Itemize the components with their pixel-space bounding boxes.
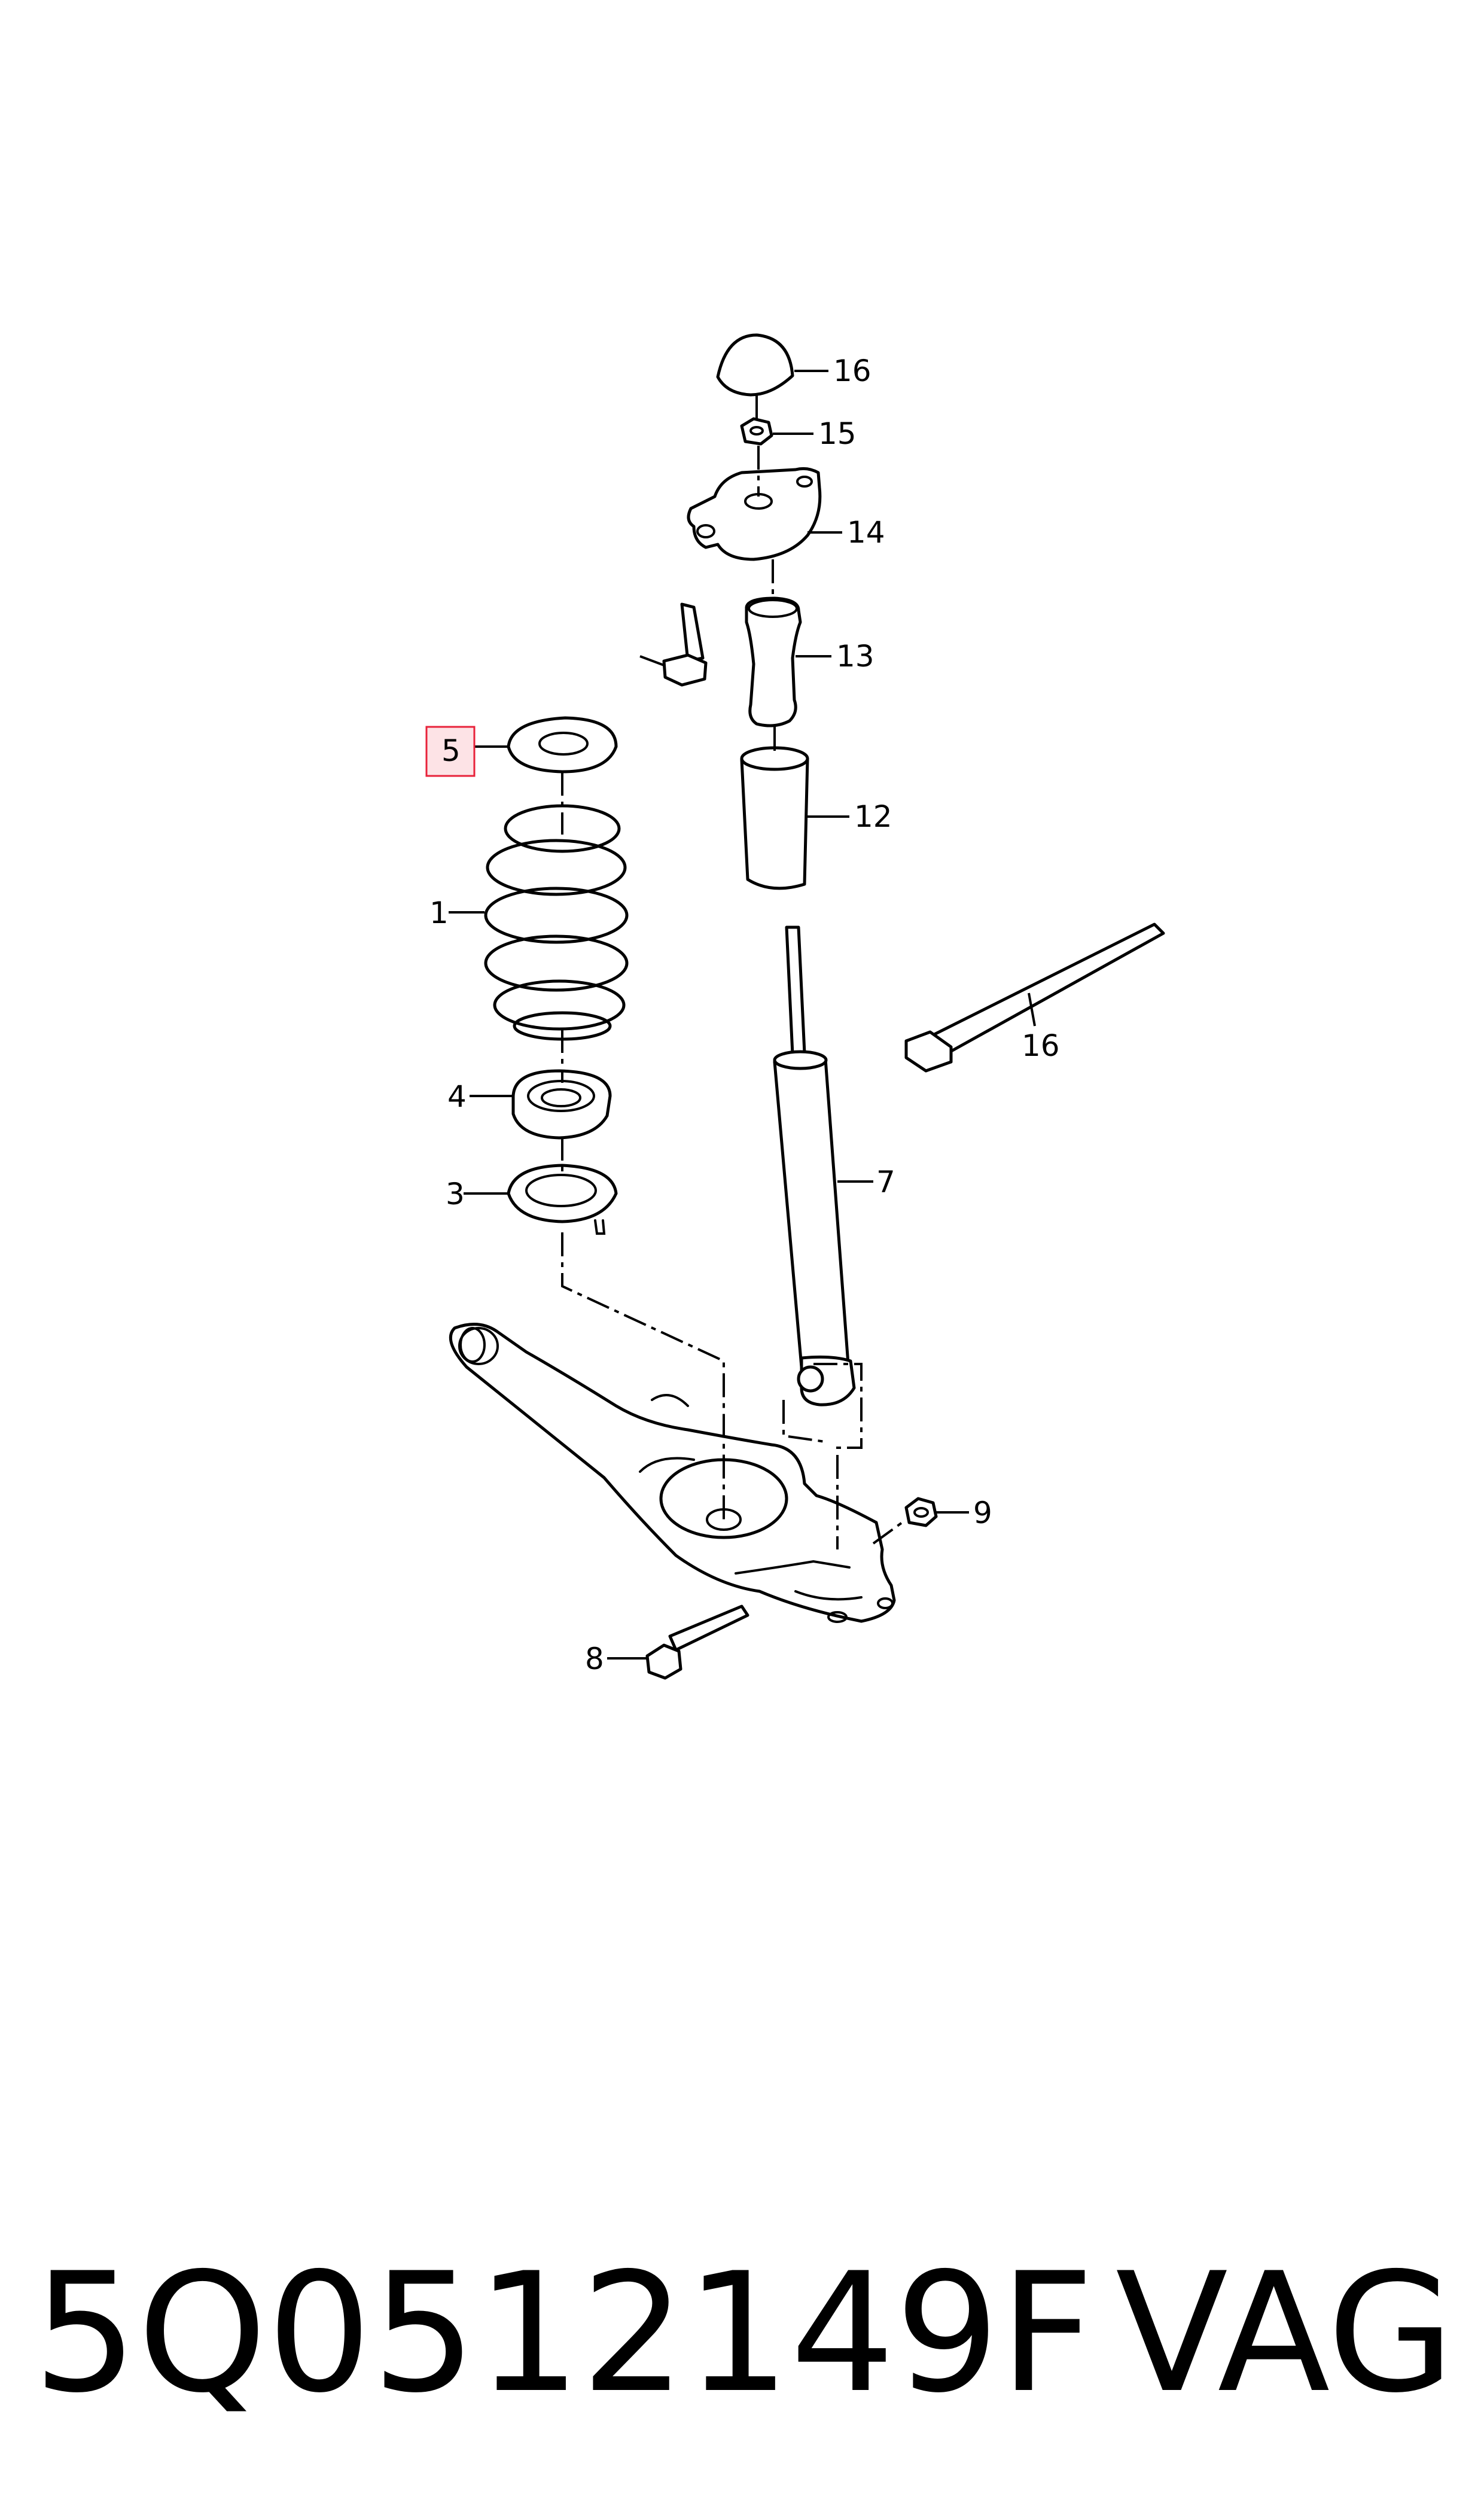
part-8-bolt — [645, 1604, 749, 1680]
callout-14[interactable]: 16 — [833, 354, 871, 388]
part-7-shock-absorber — [773, 925, 856, 1406]
assembly-lines — [561, 395, 907, 1549]
callout-13[interactable]: 15 — [818, 416, 857, 451]
part-9-nut — [904, 1497, 938, 1527]
part-14-dust-cap — [716, 333, 794, 397]
part-1-coil-spring — [484, 804, 629, 1041]
callout-3[interactable]: 3 — [446, 1177, 465, 1211]
callout-1[interactable]: 1 — [429, 896, 449, 930]
part-12-strut-mount — [687, 467, 822, 561]
part-5-spring-seat — [507, 716, 618, 774]
callout-11[interactable]: 13 — [836, 639, 874, 674]
brand-name: VAG — [1116, 2237, 1455, 2429]
callout-4[interactable]: 4 — [447, 1079, 467, 1114]
callout-labels: 16 15 14 13 5 12 1 16 4 7 3 9 8 — [429, 354, 1060, 1676]
callout-9[interactable]: 9 — [973, 1496, 992, 1530]
part-13-nut — [740, 417, 773, 446]
callout-leaders — [449, 370, 1036, 1660]
callout-12[interactable]: 14 — [847, 515, 885, 550]
callout-8[interactable]: 8 — [585, 1642, 604, 1676]
part-10-protective-sleeve — [740, 746, 809, 890]
part-3-spring-seat-lower — [507, 1164, 618, 1235]
callout-5[interactable]: 5 — [441, 733, 461, 768]
callout-16-label[interactable]: 16 — [1022, 1028, 1060, 1063]
footer: 5Q0512149F VAG — [33, 2237, 1468, 2429]
part-number: 5Q0512149F — [33, 2237, 1095, 2429]
part-11-bump-stop — [745, 596, 802, 727]
callout-10[interactable]: 12 — [854, 799, 892, 834]
callout-5-highlight — [425, 726, 476, 777]
part-16-cable-tie — [904, 922, 1165, 1073]
part-15-bolt — [662, 602, 708, 687]
callout-7[interactable]: 7 — [876, 1165, 895, 1199]
